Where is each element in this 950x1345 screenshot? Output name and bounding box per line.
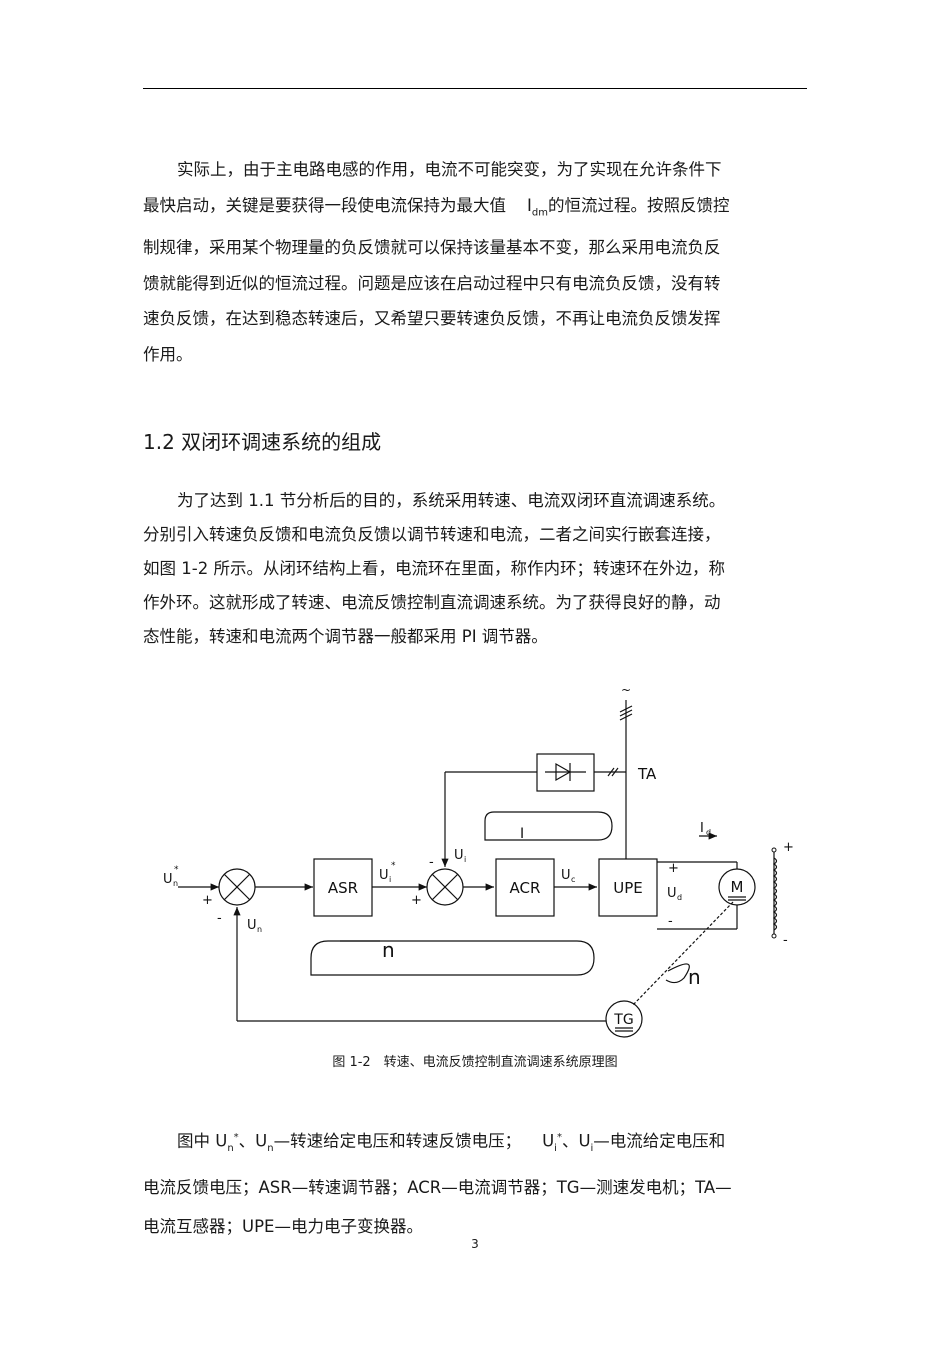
text-run: 的恒流过程。按照反馈控 bbox=[547, 195, 730, 215]
text-run: 、 bbox=[561, 1131, 579, 1151]
paragraph-line: 作用。 bbox=[143, 344, 193, 364]
un-subscript: n bbox=[227, 1142, 234, 1154]
ud-sub: d bbox=[677, 893, 682, 902]
motor-symbol bbox=[718, 868, 756, 906]
paragraph-line: 电流互感器；UPE—电力电子变换器。 bbox=[143, 1216, 423, 1236]
upe-label: UPE bbox=[613, 879, 643, 897]
ui-symbol: U bbox=[542, 1131, 555, 1151]
un-subscript: n bbox=[267, 1142, 274, 1154]
paragraph-line: 如图 1-2 所示。从闭环结构上看，电流环在里面，称作内环；转速环在外边，称 bbox=[143, 559, 725, 578]
un-star-sup: * bbox=[174, 865, 179, 875]
paragraph-1: 实际上，由于主电路电感的作用，电流不可能突变，为了实现在允许条件下 最快启动，关… bbox=[143, 152, 807, 372]
motor-label: M bbox=[731, 878, 744, 896]
un-symbol: U bbox=[215, 1131, 228, 1151]
text-run: —转速给定电压和转速反馈电压； bbox=[273, 1131, 522, 1151]
asr-label: ASR bbox=[328, 879, 358, 897]
star-superscript: * bbox=[233, 1132, 239, 1143]
plus-sign: + bbox=[411, 893, 422, 908]
un-star-label: U bbox=[163, 872, 173, 887]
upe-block bbox=[598, 858, 658, 917]
ud-label: U bbox=[667, 886, 677, 901]
tg-label: TG bbox=[613, 1012, 633, 1028]
paragraph-line: 图中 Un*、Un—转速给定电压和转速反馈电压； Ui*、Ui—电流给定电压和 bbox=[143, 1118, 807, 1168]
minus-sign: - bbox=[668, 914, 673, 929]
speed-loop-label: n bbox=[382, 938, 395, 962]
paragraph-line: 馈就能得到近似的恒流过程。问题是应该在启动过程中只有电流负反馈，没有转 bbox=[143, 273, 721, 293]
svg-text:~: ~ bbox=[621, 683, 631, 697]
ui-star-sup: * bbox=[391, 861, 396, 871]
un-symbol: U bbox=[255, 1131, 268, 1151]
plus-sign: + bbox=[668, 861, 679, 876]
idm-subscript: dm bbox=[531, 206, 548, 218]
ui-sub: i bbox=[464, 855, 466, 864]
acr-label: ACR bbox=[510, 879, 541, 897]
star-superscript: * bbox=[556, 1132, 562, 1143]
paragraph-line: 分别引入转速负反馈和电流负反馈以调节转速和电流，二者之间实行嵌套连接， bbox=[143, 525, 721, 544]
paragraph-line: 最快启动，关键是要获得一段使电流保持为最大值 Idm的恒流过程。按照反馈控 bbox=[143, 188, 807, 231]
figure-caption: 图 1-2 转速、电流反馈控制直流调速系统原理图 bbox=[332, 1055, 618, 1070]
ui-subscript: i bbox=[554, 1142, 557, 1154]
paragraph-line: 实际上，由于主电路电感的作用，电流不可能突变，为了实现在允许条件下 bbox=[177, 160, 722, 179]
paragraph-line: 为了达到 1.1 节分析后的目的，系统采用转速、电流双闭环直流调速系统。 bbox=[177, 491, 726, 510]
un-sub: n bbox=[257, 925, 262, 934]
paragraph-3: 图中 Un*、Un—转速给定电压和转速反馈电压； Ui*、Ui—电流给定电压和 … bbox=[143, 1118, 807, 1246]
paragraph-2: 为了达到 1.1 节分析后的目的，系统采用转速、电流双闭环直流调速系统。 分别引… bbox=[143, 484, 807, 654]
header-rule bbox=[143, 88, 807, 89]
plus-sign: + bbox=[783, 840, 794, 855]
ui-star-label: U bbox=[379, 868, 389, 883]
ui-label: U bbox=[454, 848, 464, 863]
minus-sign: - bbox=[217, 911, 222, 926]
text-run: 、 bbox=[238, 1131, 256, 1151]
id-label: I bbox=[700, 821, 704, 836]
section-heading: 1.2 双闭环调速系统的组成 bbox=[143, 430, 382, 454]
text-run: —电流给定电压和 bbox=[593, 1131, 726, 1151]
uc-sub: c bbox=[571, 875, 575, 884]
un-label: U bbox=[247, 918, 257, 933]
paragraph-line: 态性能，转速和电流两个调节器一般都采用 PI 调节器。 bbox=[143, 627, 548, 646]
ta-label: TA bbox=[637, 765, 657, 783]
paragraph-line: 作外环。这就形成了转速、电流反馈控制直流调速系统。为了获得良好的静，动 bbox=[143, 593, 721, 612]
text-run: 最快启动，关键是要获得一段使电流保持为最大值 bbox=[143, 195, 506, 215]
paragraph-line: 电流反馈电压；ASR—转速调节器；ACR—电流调节器；TG—测速发电机；TA— bbox=[143, 1177, 732, 1197]
ui-star-sub: i bbox=[389, 875, 391, 884]
page-number: 3 bbox=[471, 1237, 479, 1251]
text-run: 图中 bbox=[177, 1131, 216, 1151]
ui-subscript: i bbox=[590, 1142, 594, 1154]
minus-sign: - bbox=[783, 933, 788, 948]
plus-sign: + bbox=[202, 893, 213, 908]
uc-label: U bbox=[561, 868, 571, 883]
minus-sign: - bbox=[429, 855, 434, 870]
tg-symbol bbox=[605, 1000, 643, 1038]
motor-speed-label: n bbox=[688, 965, 701, 989]
paragraph-line: 速负反馈，在达到稳态转速后，又希望只要转速负反馈，不再让电流负反馈发挥 bbox=[143, 309, 721, 329]
paragraph-line: 制规律，采用某个物理量的负反馈就可以保持该量基本不变，那么采用电流负反 bbox=[143, 238, 721, 258]
un-star-sub: n bbox=[173, 879, 178, 888]
idm-symbol: I bbox=[526, 195, 532, 215]
ui-symbol: U bbox=[578, 1131, 591, 1151]
current-loop-label: I bbox=[520, 826, 524, 842]
id-sub: d bbox=[706, 828, 711, 837]
